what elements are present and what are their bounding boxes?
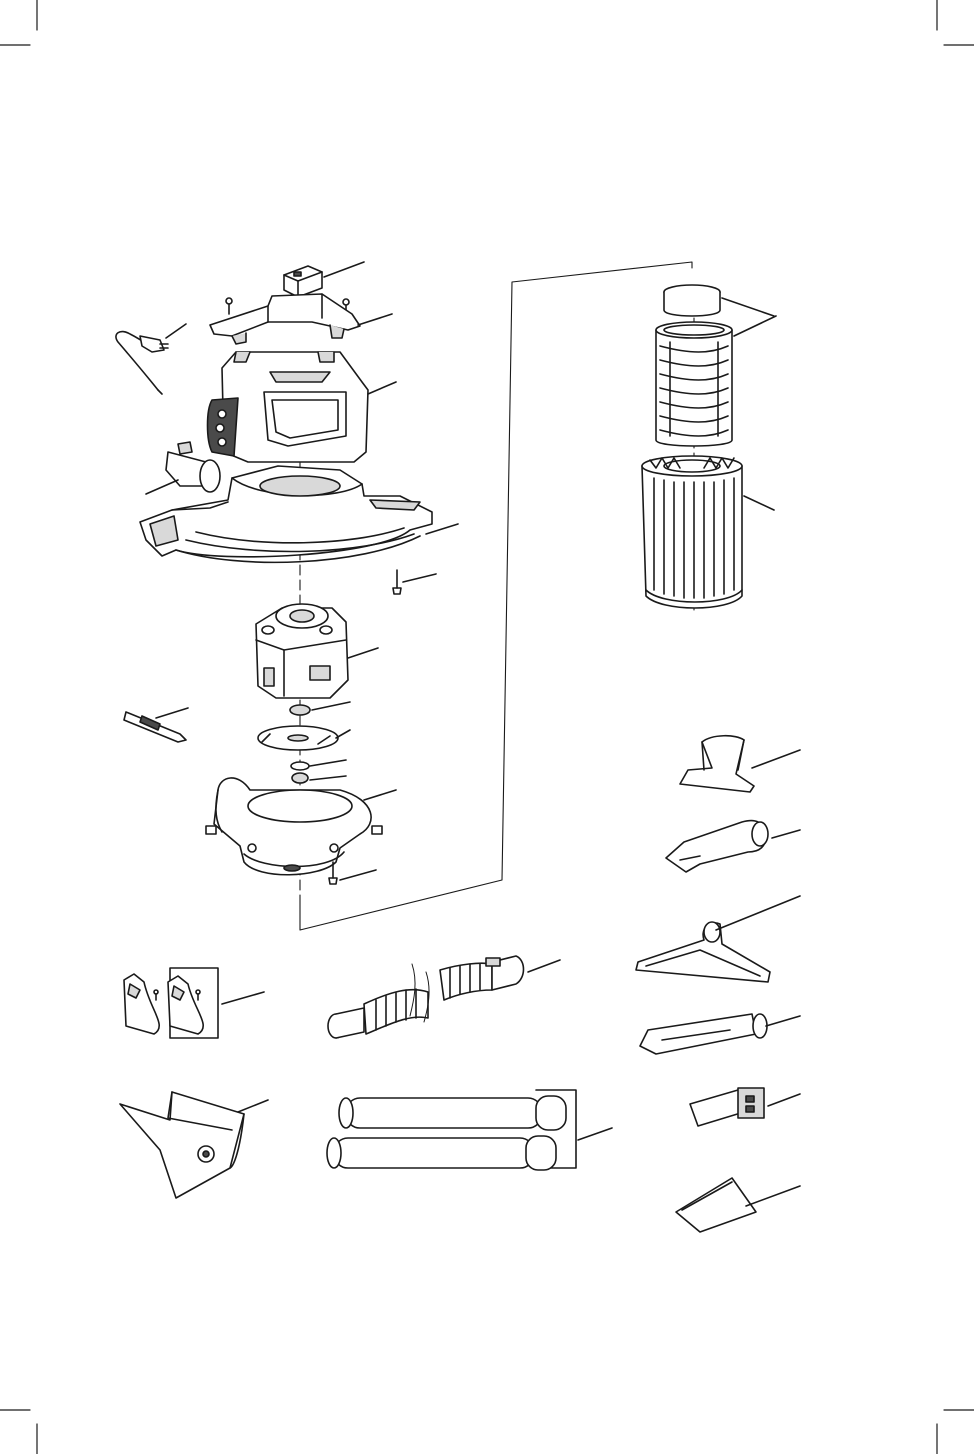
lid-screw bbox=[393, 570, 436, 594]
blower-adapter bbox=[690, 1088, 800, 1126]
handle bbox=[210, 294, 392, 344]
claw-nozzle bbox=[666, 821, 800, 872]
extension-wands bbox=[327, 1090, 612, 1170]
cartridge-filter-cap bbox=[664, 285, 774, 316]
nut bbox=[292, 773, 346, 783]
cord-wrap bbox=[124, 708, 188, 742]
caster-clips bbox=[124, 968, 264, 1038]
flexible-hose bbox=[328, 956, 560, 1038]
motor-housing bbox=[208, 352, 397, 462]
base-screw bbox=[329, 862, 376, 884]
filter-bag bbox=[120, 1092, 268, 1198]
motor bbox=[256, 604, 378, 698]
base-housing bbox=[206, 778, 396, 875]
pleated-filter bbox=[642, 456, 774, 608]
manual bbox=[676, 1178, 800, 1232]
crevice-tool bbox=[640, 1014, 800, 1054]
power-cord bbox=[116, 324, 186, 394]
filter-cage bbox=[656, 316, 776, 446]
spacer bbox=[290, 702, 350, 715]
hose-connector-tube bbox=[146, 442, 220, 494]
impeller bbox=[258, 726, 350, 750]
washer bbox=[291, 760, 346, 770]
floor-nozzle bbox=[636, 896, 800, 982]
utility-nozzle bbox=[680, 736, 800, 792]
